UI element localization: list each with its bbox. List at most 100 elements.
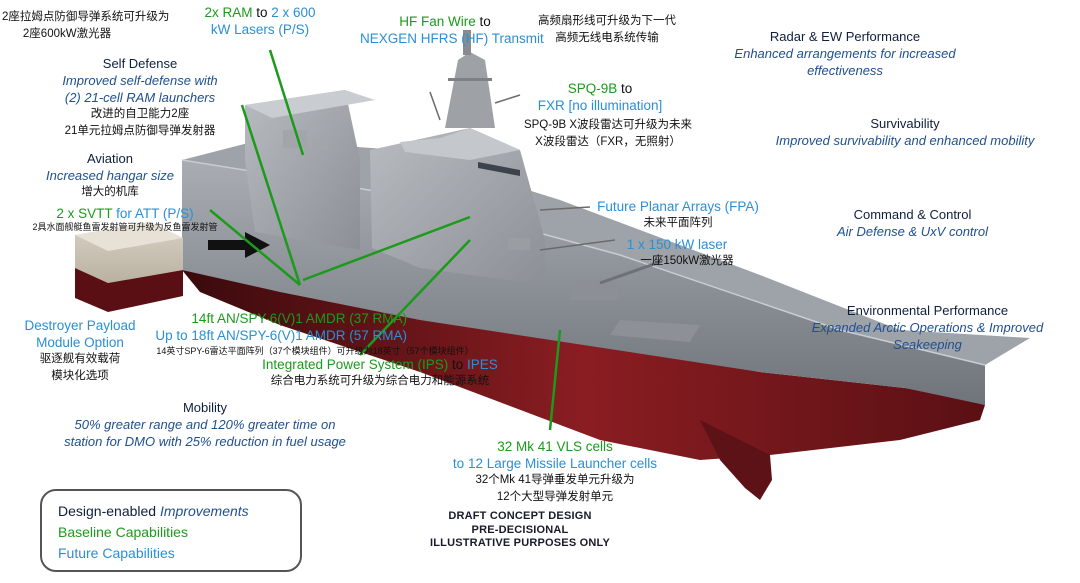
vls-patch [610, 320, 700, 342]
ram-future-2: kW Lasers [210, 22, 275, 37]
payload-future1: Destroyer Payload [24, 318, 136, 333]
ram-to: to [256, 5, 268, 20]
amdr-block: 14ft AN/SPY-6(V)1 AMDR (37 RMA) Up to 18… [155, 310, 407, 344]
spq-label: SPQ-9B to FXR [no illumination] [525, 80, 675, 114]
aviation-cn: 增大的机库 [81, 186, 139, 198]
mobility-title: Mobility [182, 400, 228, 415]
ram-laser-cn: 2座拉姆点防御导弹系统可升级为 2座600kW激光器 [2, 9, 170, 43]
self-defense-cn2: 21单元拉姆点防御导弹发射器 [64, 125, 216, 137]
bridge-deck [400, 128, 520, 160]
self-defense-title: Self Defense [102, 56, 178, 71]
radar-ew-line2: effectiveness [807, 63, 883, 78]
mast-top [463, 30, 471, 55]
mobility-line1: 50% greater range and 120% greater time … [74, 417, 336, 432]
draft-line1: DRAFT CONCEPT DESIGN [448, 510, 592, 522]
hf-label: HF Fan Wire to NEXGEN HFRS (HF) Transmit [360, 13, 544, 47]
ips-cn: 综合电力系统可升级为综合电力和能源系统 [270, 375, 490, 387]
ips-baseline: Integrated Power System (IPS) [262, 357, 449, 372]
aviation-line: Increased hangar size [46, 168, 174, 183]
future-callout-lines [429, 91, 616, 251]
vls-cn1: 32个Mk 41导弹垂发单元升级为 [475, 474, 635, 486]
hf-future: NEXGEN HFRS (HF) Transmit [360, 31, 544, 46]
ram-future: 2 x 600 [271, 5, 316, 20]
spq-cn: SPQ-9B X波段雷达可升级为未来 X波段雷达（FXR，无照射） [508, 117, 708, 151]
svtt-cn: 2具水面舰艇鱼雷发射管可升级为反鱼雷发射管 [32, 222, 218, 232]
baseline-callout-lines [209, 49, 562, 431]
ips-future: IPES [467, 357, 498, 372]
hf-cn-line1: 高频扇形线可升级为下一代 [538, 15, 676, 27]
spq-cn-line2: X波段雷达（FXR，无照射） [535, 136, 681, 148]
deck [182, 140, 1030, 365]
svtt-future: ATT [134, 206, 160, 221]
hf-to: to [479, 14, 491, 29]
legend-improvements: Design-enabled Improvements [58, 501, 300, 522]
survivability-block: Survivability Improved survivability and… [755, 115, 1055, 149]
vls-future: 12 Large Missile Launcher cells [467, 456, 658, 471]
spq-future: FXR [no illumination] [537, 98, 663, 113]
spq-baseline: SPQ-9B [567, 81, 618, 96]
environmental-line1: Expanded Arctic Operations & Improved [811, 320, 1044, 335]
ram-laser-cn-line2: 2座600kW激光器 [22, 28, 112, 40]
c2-title: Command & Control [853, 207, 972, 222]
environmental-line2: Seakeeping [893, 337, 962, 352]
svtt-block: 2 x SVTT for ATT (P/S) 2具水面舰艇鱼雷发射管可升级为反鱼… [5, 205, 245, 232]
bow-forefoot [700, 420, 772, 500]
fpa-label: Future Planar Arrays (FPA) 未来平面阵列 [592, 198, 764, 232]
hangar-top [245, 90, 375, 118]
svtt-suffix: (P/S) [162, 206, 194, 221]
mast [445, 52, 495, 128]
gun-barrel [599, 260, 661, 285]
vls-cn2: 12个大型导弹发射单元 [496, 491, 614, 503]
ram-baseline: 2x RAM [204, 5, 253, 20]
hull-lower [182, 270, 985, 460]
aviation-title: Aviation [86, 151, 133, 166]
payload-module-top [75, 222, 183, 251]
mobility-block: Mobility 50% greater range and 120% grea… [40, 399, 370, 450]
hangar-block [245, 90, 360, 250]
legend-improvements-prefix: Design-enabled [58, 503, 157, 519]
laser150-cn: 一座150kW激光器 [640, 255, 734, 267]
ips-block: Integrated Power System (IPS) to IPES 综合… [250, 356, 510, 390]
c2-block: Command & Control Air Defense & UxV cont… [800, 206, 1025, 240]
hf-cn: 高频扇形线可升级为下一代 高频无线电系统传输 [527, 13, 687, 47]
payload-cn1: 驱逐舰有效载荷 [39, 353, 121, 365]
self-defense-line2: (2) 21-cell RAM launchers [64, 90, 216, 105]
spq-cn-line1: SPQ-9B X波段雷达可升级为未来 [523, 119, 693, 131]
environmental-title: Environmental Performance [846, 303, 1009, 318]
payload-cn2: 模块化选项 [51, 370, 109, 382]
vls-baseline: 32 Mk 41 VLS cells [497, 439, 613, 454]
legend-improvements-text: Improvements [159, 503, 249, 519]
self-defense-block: Self Defense Improved self-defense with … [30, 55, 250, 140]
mast-yard [448, 78, 492, 81]
draft-line3: ILLUSTRATIVE PURPOSES ONLY [429, 537, 610, 549]
aviation-block: Aviation Increased hangar size 增大的机库 [30, 150, 190, 201]
radar-ew-line1: Enhanced arrangements for increased [734, 46, 956, 61]
ram-laser-cn-line1: 2座拉姆点防御导弹系统可升级为 [2, 11, 170, 23]
legend-baseline: Baseline Capabilities [58, 524, 188, 540]
legend-future: Future Capabilities [58, 545, 175, 561]
laser150-label: 1 x 150 kW laser 一座150kW激光器 [612, 236, 742, 270]
survivability-title: Survivability [870, 116, 940, 131]
payload-block: Destroyer Payload Module Option 驱逐舰有效载荷 … [10, 317, 150, 385]
laser150-future: 1 x 150 kW laser [626, 237, 728, 252]
hf-cn-line2: 高频无线电系统传输 [555, 32, 659, 44]
self-defense-cn1: 改进的自卫能力2座 [90, 108, 190, 120]
survivability-line1: Improved survivability and enhanced mobi… [775, 133, 1035, 148]
c2-line1: Air Defense & UxV control [836, 224, 988, 239]
environmental-block: Environmental Performance Expanded Arcti… [795, 302, 1060, 353]
radar-ew-block: Radar & EW Performance Enhanced arrangem… [720, 28, 970, 79]
mobility-line2: station for DMO with 25% reduction in fu… [64, 434, 346, 449]
spq-to: to [621, 81, 633, 96]
draft-line2: PRE-DECISIONAL [471, 523, 569, 536]
deck-gun [570, 280, 620, 300]
ram-laser-label: 2x RAM to 2 x 600 kW Lasers (P/S) [190, 4, 330, 38]
payload-module-boot [75, 268, 183, 312]
amdr-baseline: 14ft AN/SPY-6(V)1 AMDR (37 RMA) [191, 311, 407, 326]
fpa-cn: 未来平面阵列 [643, 217, 713, 229]
ips-to: to [452, 357, 464, 372]
fpa-future: Future Planar Arrays (FPA) [597, 199, 759, 214]
vls-to: to [452, 456, 465, 471]
legend-box: Design-enabled Improvements Baseline Cap… [40, 489, 302, 572]
